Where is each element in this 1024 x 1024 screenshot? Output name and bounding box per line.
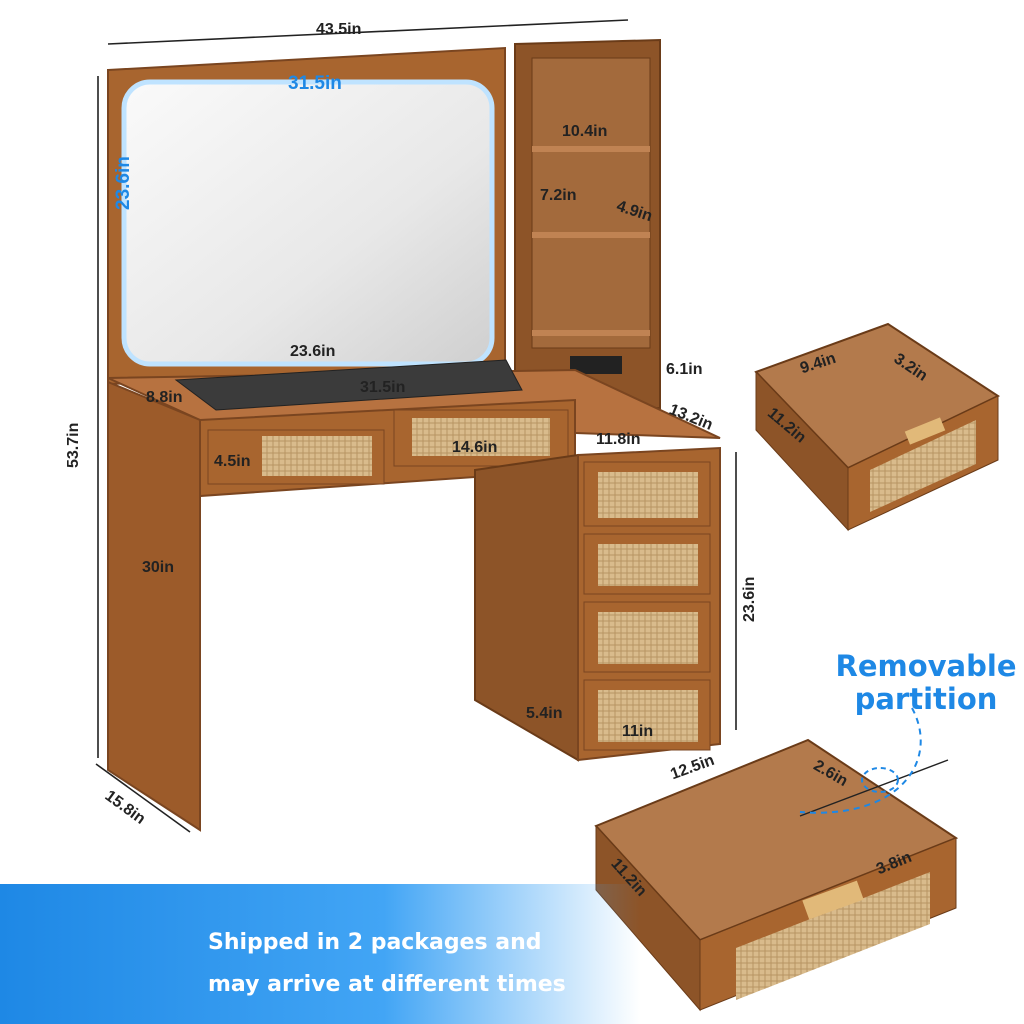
rattan-panel <box>262 436 372 476</box>
left-leg <box>107 380 201 832</box>
dim-desk-width: 31.5in <box>360 379 406 396</box>
dim-total-height: 53.7in <box>65 422 82 468</box>
mirror-glass <box>121 79 495 367</box>
shipping-note-line2: may arrive at different times <box>208 972 566 997</box>
dim-total-width: 43.5in <box>316 21 362 38</box>
dim-cabinet-height: 23.6in <box>741 576 758 622</box>
dim-drawer-height: 4.5in <box>214 453 251 470</box>
dim-cabinet-width: 11.8in <box>596 431 641 448</box>
dim-shelf-height: 7.2in <box>540 187 577 204</box>
shelf-board <box>532 146 650 152</box>
dim-drawer-width: 14.6in <box>452 439 498 456</box>
removable-partition-callout: Removable partition <box>835 649 1017 717</box>
drawer-detail-bottom <box>594 707 959 1012</box>
shelf-board <box>532 232 650 238</box>
shipping-banner <box>0 884 640 1024</box>
power-outlet <box>570 356 622 374</box>
dim-shelf-width: 10.4in <box>562 123 608 140</box>
glass-tray <box>174 359 523 411</box>
dim-tray-width: 23.6in <box>290 343 336 360</box>
dim-tray-depth: 8.8in <box>146 389 183 406</box>
dim-mirror-height: 23.6in <box>113 156 134 210</box>
rattan-panel <box>412 418 550 456</box>
cabinet-drawers <box>583 461 711 751</box>
dim-small-drawer-height: 5.4in <box>526 705 563 722</box>
shipping-note: Shipped in 2 packages and may arrive at … <box>208 922 608 1006</box>
dim-mirror-width: 31.5in <box>288 73 342 94</box>
dim-outlet-height: 6.1in <box>666 361 703 378</box>
drawer-detail-top <box>754 322 1001 532</box>
shelf-board <box>532 330 650 336</box>
shipping-note-line1: Shipped in 2 packages and <box>208 930 542 955</box>
shelf-interior <box>531 57 651 349</box>
dim-leg-height: 30in <box>142 559 175 576</box>
dim-small-drawer-width: 11in <box>622 723 654 740</box>
